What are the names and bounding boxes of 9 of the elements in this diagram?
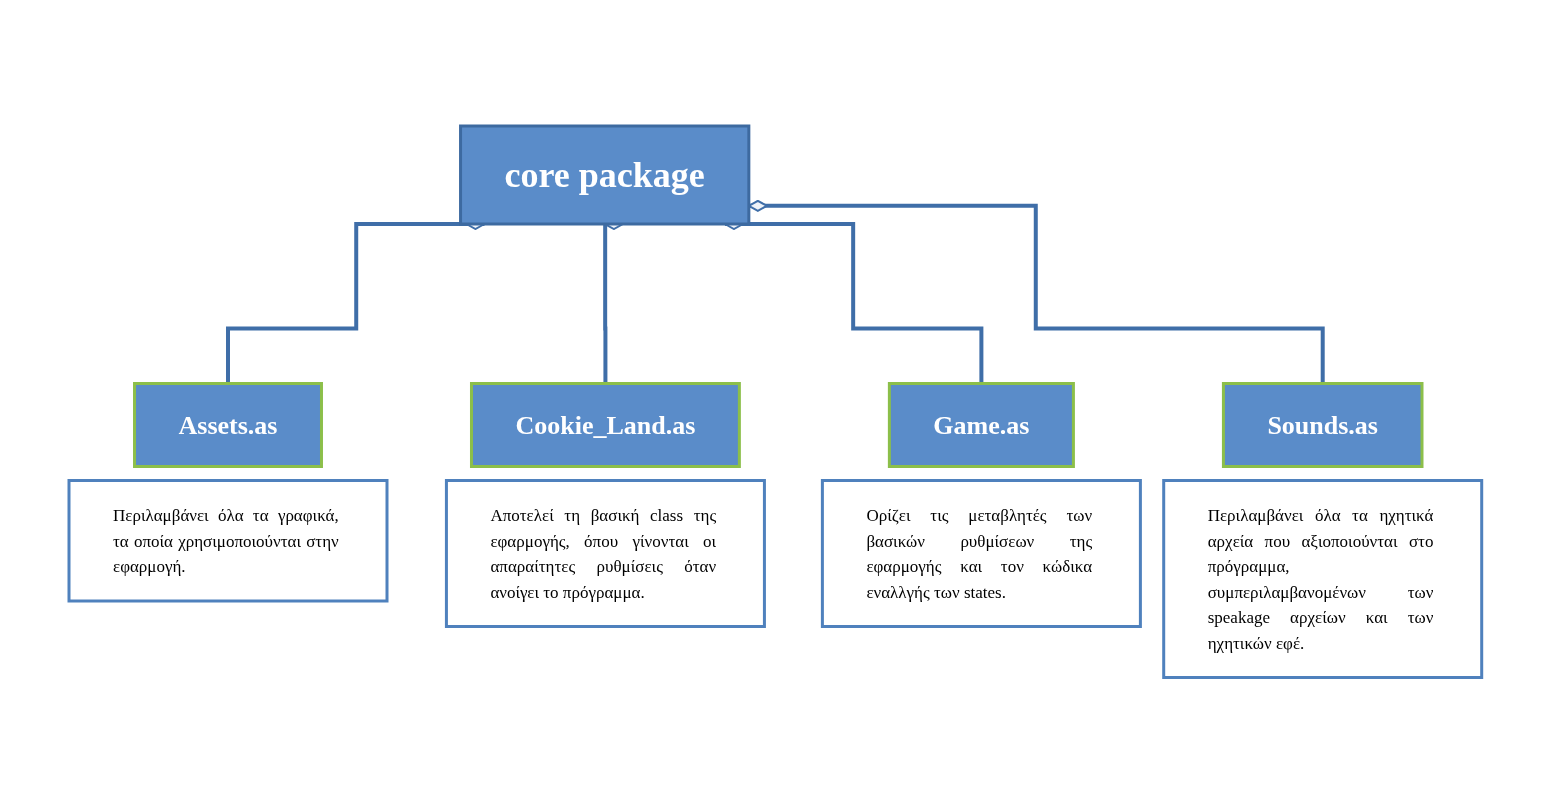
node-box: Ορίζει τις μεταβλητές των βασικών ρυθμίσεων της εφαρμογής και τον κώδικα εναλλγής των states. <box>821 479 1143 629</box>
node-box: Sounds.as <box>1222 382 1424 469</box>
node-box: Αποτελεί τη βασική class της εφαρμογής, όπου γίνονται οι απαραίτητες ρυθμίσεις όταν ανοίγει το πρόγραμμα. <box>445 479 767 629</box>
node-box: core package <box>459 124 751 226</box>
node-box: Assets.as <box>133 382 324 469</box>
node-box: Περιλαμβάνει όλα τα γραφικά, τα οποία χρησιμοποιούνται στην εφαρμογή. <box>67 479 389 603</box>
node-box: Game.as <box>888 382 1076 469</box>
node-box: Cookie_Land.as <box>470 382 741 469</box>
node-box: Περιλαμβάνει όλα τα ηχητικά αρχεία που αξιοποιούνται στο πρόγραμμα, συμπεριλαμβανομένων των speakage αρχείων και των ηχητικών εφέ. <box>1162 479 1484 680</box>
